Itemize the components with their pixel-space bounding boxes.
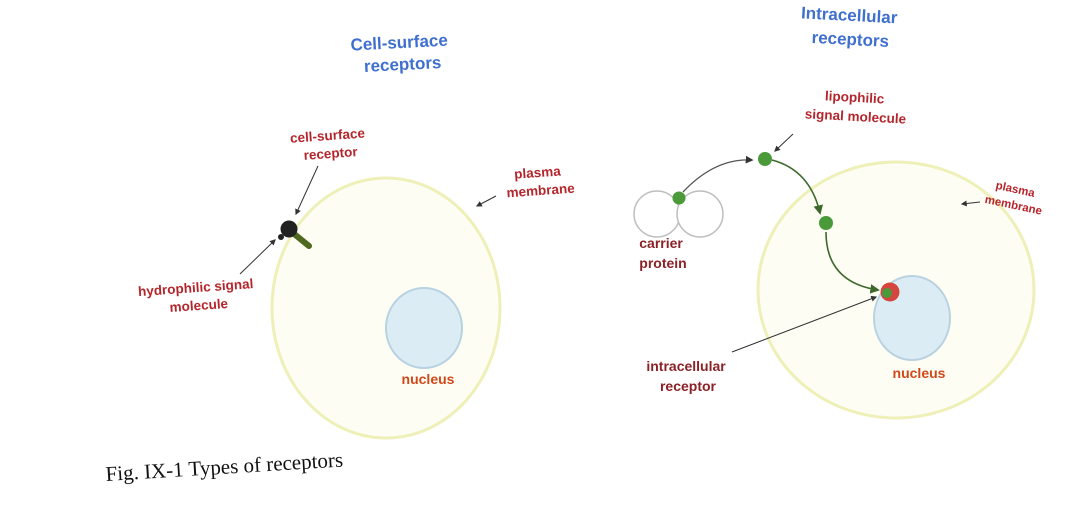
lipophilic-pointer	[774, 133, 794, 152]
left-heading-line-1: Cell-surface	[350, 31, 448, 55]
left-membrane-label: plasma membrane	[505, 163, 576, 201]
signal-label: hydrophilic signal molecule	[138, 276, 259, 317]
signal-label-line-2: molecule	[169, 296, 229, 315]
left-membrane-pointer	[475, 195, 497, 207]
hydrophilic-signal-molecule	[278, 234, 284, 240]
lipophilic-signal-molecule	[758, 152, 772, 166]
receptor-label-line-2: receptor	[303, 144, 359, 163]
carrier-protein-right-lobe	[676, 190, 724, 238]
receptor-stem	[290, 230, 312, 249]
intracellular-receptor-label-line-1: intracellular	[646, 358, 726, 374]
right-nucleus-label: nucleus	[893, 365, 946, 381]
right-heading: Intracellular receptors	[799, 3, 902, 51]
receptor-label-line-1: cell-surface	[290, 126, 366, 146]
left-heading: Cell-surface receptors	[350, 30, 454, 76]
signal-entry-arrow	[771, 159, 823, 215]
left-heading-line-2: receptors	[363, 53, 441, 76]
left-nucleus-label: nucleus	[402, 371, 455, 387]
right-heading-line-1: Intracellular	[801, 3, 899, 27]
carrier-label-line-1: carrier	[639, 235, 683, 251]
lipophilic-label-line-1: lipophilic	[825, 88, 885, 106]
figure-caption: Fig. IX-1 Types of receptors	[105, 448, 344, 486]
carrier-label: carrier protein	[639, 235, 686, 271]
left-panel: Cell-surface receptors nucleus cell-surf…	[138, 30, 576, 440]
signal-pointer	[239, 239, 276, 275]
left-nucleus	[385, 287, 463, 369]
lipophilic-label: lipophilic signal molecule	[805, 87, 908, 126]
signal-molecule-on-carrier	[672, 191, 686, 205]
intracellular-receptor-label-line-2: receptor	[660, 378, 717, 394]
signal-label-line-1: hydrophilic signal	[138, 276, 254, 299]
receptor-label: cell-surface receptor	[290, 125, 371, 163]
left-plasma-membrane	[270, 176, 502, 440]
right-panel: Intracellular receptors nucleus carrier …	[633, 3, 1043, 420]
left-membrane-label-line-1: plasma	[514, 164, 562, 182]
cell-surface-receptor	[280, 220, 298, 238]
signal-molecule-in-cytoplasm	[819, 216, 833, 230]
left-membrane-label-line-2: membrane	[506, 181, 576, 201]
bound-signal-molecule	[882, 288, 892, 298]
receptor-pointer	[295, 165, 319, 216]
intracellular-receptor-pointer	[731, 295, 878, 353]
intracellular-receptor-label: intracellular receptor	[646, 358, 729, 394]
carrier-label-line-2: protein	[639, 255, 686, 271]
signal-to-receptor-arrow	[825, 231, 880, 294]
right-membrane-pointer	[960, 200, 981, 207]
right-heading-line-2: receptors	[811, 28, 889, 51]
transport-arrow-to-signal	[682, 155, 754, 193]
lipophilic-label-line-2: signal molecule	[805, 106, 907, 126]
